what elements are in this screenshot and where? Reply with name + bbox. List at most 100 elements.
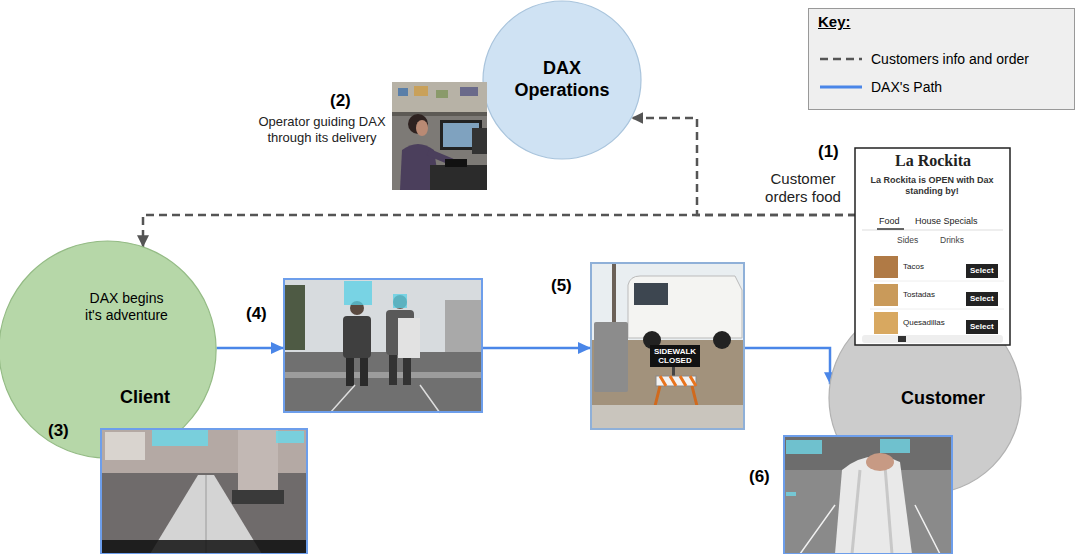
street-pedestrians-photo-part: [389, 353, 397, 385]
app-subtab: Drinks: [940, 235, 980, 245]
legend-text: DAX's Path: [871, 79, 942, 95]
callout-number: (1): [818, 142, 854, 162]
order-app-screenshot-part: [874, 312, 898, 334]
customer-handoff-photo-part: [783, 435, 953, 554]
select-button: Select: [966, 264, 998, 278]
path-arrowheads-part: [578, 342, 591, 354]
operator-photo-part: [416, 120, 428, 136]
order-app-screenshot: [855, 148, 1010, 345]
customer-handoff-photo-part: [866, 453, 894, 471]
customer-handoff-photo-part: [852, 466, 892, 554]
text-slot: Customer orders food: [753, 170, 853, 206]
circle-outline: [0, 240, 218, 459]
select-button: Select: [966, 320, 998, 334]
client-start-photo-part: [152, 430, 208, 446]
order-app-screenshot-part: [862, 335, 1003, 343]
circle-label: DAX Operations: [502, 57, 622, 101]
customer-handoff-photo-part: [786, 440, 822, 454]
customer-handoff-photo-part: [783, 435, 953, 470]
select-button: Select: [966, 292, 998, 306]
text-slot: La Rockita: [858, 152, 1008, 170]
legend-row: DAX's Path: [819, 73, 1064, 101]
circle-label: Customer: [883, 387, 1003, 409]
text-slot: Client: [95, 386, 195, 408]
step-note: Operator guiding DAX through its deliver…: [252, 114, 392, 146]
sidewalk-closed-photo-part: [594, 322, 628, 392]
text-slot: (3): [48, 421, 84, 441]
customer-handoff-photo-part: [880, 439, 910, 453]
client-start-photo-part: [100, 428, 308, 554]
street-pedestrians-photo-part: [398, 318, 420, 358]
operator-photo-part: [436, 90, 448, 98]
street-pedestrians-photo-part: [393, 295, 407, 309]
street-pedestrians-photo-part: [346, 356, 354, 386]
legend-line: [820, 86, 862, 89]
text-slot: DAX Operations: [502, 57, 622, 101]
text-slot: Tacos: [903, 262, 963, 272]
circle-fill: [483, 1, 641, 159]
street-pedestrians-photo-part: [283, 285, 305, 350]
street-pedestrians-photo-part: [330, 385, 440, 413]
text-slot: House Specials: [915, 216, 995, 227]
sidewalk-closed-photo-part: [634, 283, 668, 305]
path-arrowheads: [271, 342, 591, 354]
sidewalk-closed-photo: [590, 262, 745, 430]
operator-photo-part: [392, 82, 487, 112]
sidewalk-closed-photo-part: [590, 405, 745, 430]
app-tab: Food: [879, 216, 909, 227]
callout-number: (6): [749, 467, 781, 487]
text-slot: SIDEWALK CLOSED: [650, 345, 700, 367]
menu-item: Quesadillas: [903, 318, 963, 328]
text-slot: Drinks: [940, 235, 980, 245]
operations-circle: DAX Operations: [482, 0, 642, 160]
operator-photo-part: [392, 112, 487, 116]
street-pedestrians-photo-part: [283, 372, 483, 378]
operator-photo-part: [398, 88, 408, 96]
text-slot: Quesadillas: [903, 318, 963, 328]
operator-photo-part: [460, 87, 478, 96]
circle-fill: [0, 241, 217, 458]
app-status: La Rockita is OPEN with Dax standing by!: [867, 175, 997, 197]
text-slot: (6): [749, 467, 781, 487]
customer-handoff-photo: [783, 435, 953, 554]
legend-sample: [819, 53, 863, 65]
operator-photo-part: [430, 165, 487, 190]
circle-fill: [829, 302, 1021, 494]
order-app-screenshot-part: [870, 281, 1004, 282]
order-app-screenshot-part: [874, 284, 898, 306]
sidewalk-closed-photo-part: [660, 376, 696, 386]
operator-photo-part: [414, 86, 428, 96]
sidewalk-closed-photo-part: [713, 331, 731, 349]
customer-handoff-photo-part: [784, 436, 952, 554]
customer-handoff-photo-part: [835, 457, 912, 554]
customer-handoff-photo-part: [800, 505, 940, 554]
client-start-photo: [100, 428, 308, 554]
app-subtab: Sides: [897, 235, 933, 245]
app-title: La Rockita: [858, 152, 1008, 170]
order-app-screenshot-part: [877, 228, 904, 230]
street-pedestrians-photo-part: [393, 294, 407, 308]
sidewalk-closed-photo-part: [656, 376, 696, 386]
order-app-screenshot-part: [855, 148, 1010, 345]
legend-heading: Key:: [818, 13, 878, 30]
callout-number: (4): [246, 304, 280, 324]
menu-item: Tostadas: [903, 290, 963, 300]
sidewalk-closed-photo-part: [628, 276, 742, 338]
client-start-photo-part: [100, 540, 308, 554]
text-slot: La Rockita is OPEN with Dax standing by!: [867, 175, 997, 197]
text-slot: Operator guiding DAX through its deliver…: [252, 114, 392, 146]
street-pedestrians-photo-part: [445, 300, 483, 352]
menu-item: Tacos: [903, 262, 963, 272]
operator-photo-part: [445, 159, 467, 167]
client-start-photo-part: [105, 432, 145, 460]
sidewalk-closed-photo-part: [590, 262, 745, 430]
app-tab: House Specials: [915, 216, 995, 227]
client-start-photo-part: [238, 428, 278, 498]
order-app-screenshot-part: [862, 230, 1003, 231]
callout-number: (3): [48, 421, 84, 441]
path-arrowheads-part: [271, 342, 284, 354]
order-app-screenshot-part: [870, 309, 1004, 310]
text-slot: (4): [246, 304, 280, 324]
client-start-photo-part: [232, 490, 284, 504]
legend-text: Customers info and order: [871, 51, 1029, 67]
